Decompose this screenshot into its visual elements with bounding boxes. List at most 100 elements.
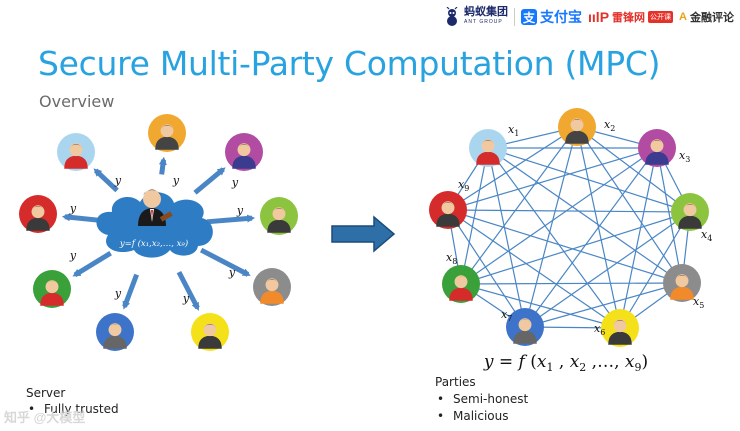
alipay-wordmark: 支付宝 <box>540 9 583 25</box>
avatar-shirt <box>513 330 537 344</box>
party-edge <box>656 147 683 284</box>
avatar-hair <box>160 125 174 130</box>
output-arrow <box>199 247 251 277</box>
server-legend-title: Server <box>26 386 66 400</box>
output-label: y <box>236 204 244 217</box>
output-label: y <box>231 176 239 189</box>
avatar-face <box>160 124 174 138</box>
client-avatar <box>96 313 134 351</box>
avatar-hair <box>570 119 584 124</box>
output-arrow <box>176 271 200 311</box>
avatar-hair <box>441 202 455 207</box>
right-arrow-icon <box>331 215 396 253</box>
party-edge <box>487 147 621 329</box>
avatar-shirt <box>64 155 88 169</box>
ant-group-logo: 蚂蚁集团 ANT GROUP <box>443 7 508 27</box>
party-edge <box>524 211 691 328</box>
output-arrow <box>93 168 119 193</box>
output-arrow <box>72 251 112 278</box>
avatar-hair <box>69 144 83 149</box>
server-cloud: y=f (x₁,x₂,…, x₉) <box>96 189 213 258</box>
party-edge <box>447 147 658 211</box>
avatar-face <box>481 139 495 153</box>
server-legend-list: Fully trusted <box>26 401 119 417</box>
client-avatar <box>33 270 71 308</box>
output-label: y <box>228 266 236 279</box>
party-label: x8 <box>446 251 457 266</box>
party-label: x5 <box>693 295 704 310</box>
avatar-face <box>203 323 217 337</box>
party-avatar <box>469 129 507 167</box>
avatar-face <box>650 139 664 153</box>
output-arrow <box>122 273 139 310</box>
party-label: x6 <box>594 322 605 337</box>
avatar-face <box>237 143 251 157</box>
avatar-face <box>265 278 279 292</box>
avatar-shirt <box>678 215 702 229</box>
avatar-shirt <box>40 292 64 306</box>
avatar-hair <box>481 140 495 145</box>
output-label: y <box>69 202 77 215</box>
jinrong-wordmark: 金融评论 <box>690 12 734 24</box>
party-edge <box>460 126 578 285</box>
party-edge <box>576 126 683 284</box>
server-legend-item: Fully trusted <box>26 401 119 417</box>
slide-subtitle: Overview <box>39 92 115 111</box>
avatar-shirt <box>608 331 632 345</box>
output-label: y <box>69 249 77 262</box>
party-edge <box>447 126 578 211</box>
client-avatar <box>148 114 186 152</box>
avatar-face <box>272 207 286 221</box>
parties-legend-item: Malicious <box>435 408 528 425</box>
avatar-shirt <box>260 290 284 304</box>
avatar-hair <box>613 320 627 325</box>
party-label: x4 <box>701 228 712 243</box>
leifeng-wordmark: 雷锋网 <box>612 12 646 24</box>
party-avatar <box>558 108 596 146</box>
alipay-logo-icon: 支 <box>521 9 538 25</box>
party-edge <box>619 211 691 329</box>
avatar-hair <box>272 208 286 213</box>
avatar-hair <box>108 324 122 329</box>
party-edge <box>460 282 683 285</box>
output-arrow <box>158 156 167 175</box>
party-edge <box>524 126 578 328</box>
parties-legend-list: Semi-honest Malicious <box>435 391 528 425</box>
party-label: x2 <box>604 118 615 133</box>
party-edge <box>447 209 526 328</box>
output-arrow <box>193 167 226 195</box>
output-label: y <box>114 287 122 300</box>
ant-group-wordmark: 蚂蚁集团 ANT GROUP <box>464 7 508 27</box>
avatar-face <box>69 143 83 157</box>
avatar-shirt <box>232 155 256 169</box>
logo-divider <box>514 8 516 26</box>
party-edge <box>447 209 691 213</box>
avatar-face <box>31 205 45 219</box>
leifeng-logo: ıılP 雷锋网 公开课 <box>588 9 674 25</box>
party-edge <box>460 147 658 285</box>
avatar-shirt <box>670 286 694 300</box>
avatar-shirt <box>565 130 589 144</box>
avatar-hair <box>518 319 532 324</box>
mpc-formula: y = f (x1 , x2 ,…, x9) <box>483 352 648 374</box>
ant-group-name: 蚂蚁集团 <box>464 6 509 18</box>
party-edge <box>576 126 691 213</box>
avatar-shirt <box>103 335 127 349</box>
avatar-face <box>441 201 455 215</box>
watermark: 知乎 @大模型 <box>4 410 86 425</box>
transition-arrow <box>331 215 396 253</box>
ant-group-sub: ANT GROUP <box>464 19 503 25</box>
party-edge <box>524 147 658 328</box>
client-avatar <box>191 313 229 351</box>
party-edge <box>487 147 683 284</box>
avatar-shirt <box>645 151 669 165</box>
party-label: x3 <box>679 149 690 164</box>
avatar-shirt <box>267 219 291 233</box>
party-avatar <box>442 265 480 303</box>
client-avatars <box>19 114 298 351</box>
client-avatar <box>253 268 291 306</box>
client-avatar <box>225 133 263 171</box>
avatar-shirt <box>198 335 222 349</box>
